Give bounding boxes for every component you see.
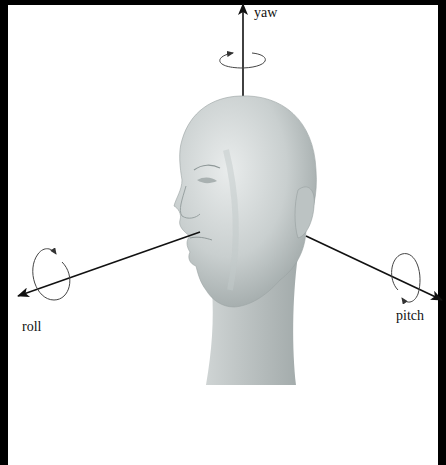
axis-label: roll — [22, 320, 41, 334]
axis-label: pitch — [396, 309, 424, 323]
axis-label: yaw — [254, 6, 277, 20]
